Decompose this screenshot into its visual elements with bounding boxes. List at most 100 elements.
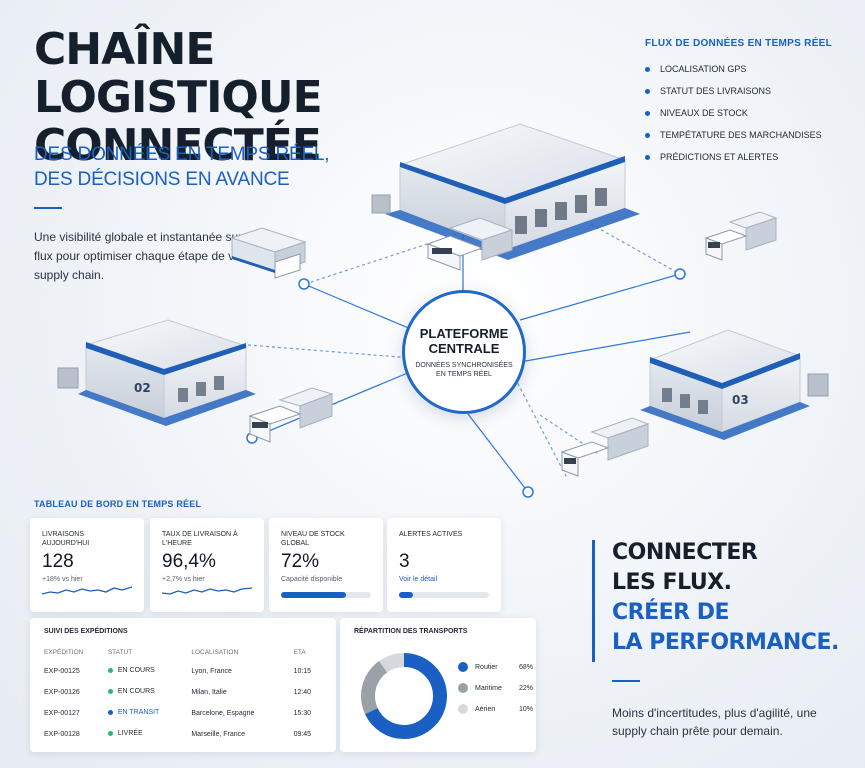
kpi-value: 96,4%	[162, 551, 216, 572]
kpi-value: 3	[399, 551, 410, 572]
network-nodes	[246, 268, 686, 498]
column-header: LOCALISATION	[191, 649, 239, 656]
flux-item: PRÉDICTIONS ET ALERTES	[645, 152, 855, 162]
table-row[interactable]: EXP-00125 EN COURS Lyon, France 10:15	[44, 667, 322, 688]
warehouse-number-right: 03	[732, 393, 749, 407]
shipment-eta: 12:40	[293, 688, 312, 696]
legend-item: Aérien 10%	[458, 704, 533, 714]
transport-legend: Routier 68% Maritime 22% Aérien 10%	[458, 662, 533, 725]
shipment-eta: 10:15	[293, 667, 312, 675]
kpi-card-active-alerts[interactable]: ALERTES ACTIVES 3 Voir le détail	[387, 518, 501, 612]
title-line-1: CHAÎNE LOGISTIQUE	[34, 24, 323, 123]
intro-text: Une visibilité globale et instantanée su…	[34, 230, 265, 282]
tagline-line: LES FLUX.	[612, 570, 732, 595]
legend-label: Aérien	[475, 705, 496, 713]
network-node	[522, 486, 534, 498]
status-label: LIVRÉE	[117, 730, 143, 737]
kpi-card-ontime-rate[interactable]: TAUX DE LIVRAISON À L'HEURE 96,4% +2,7% …	[150, 518, 264, 612]
shipment-location: Lyon, France	[191, 667, 232, 675]
central-platform-hub[interactable]: PLATEFORME CENTRALE DONNÉES SYNCHRONISÉE…	[402, 290, 526, 414]
warehouse-right: 03	[640, 329, 829, 440]
legend-swatch	[458, 704, 468, 714]
container	[371, 194, 391, 214]
kpi-value: 128	[42, 551, 74, 572]
network-node	[674, 268, 686, 280]
shipment-location: Milan, Italie	[191, 688, 227, 696]
subtitle-line-2: DES DÉCISIONS EN AVANCE	[34, 169, 290, 190]
status-dot	[107, 731, 113, 736]
status-label: EN COURS	[117, 688, 155, 695]
tagline-line: CONNECTER	[612, 540, 758, 565]
network-line	[303, 283, 419, 333]
shipments-table: EXPÉDITION STATUT LOCALISATION ETA EXP-0…	[44, 649, 322, 751]
shipment-status: EN COURS	[107, 688, 192, 709]
alerts-detail-link[interactable]: Voir le détail	[399, 576, 438, 583]
hub-title-line: PLATEFORME	[419, 325, 509, 341]
stock-progress-bar	[281, 592, 371, 598]
legend-value: 68%	[519, 663, 534, 671]
transport-title: RÉPARTITION DES TRANSPORTS	[354, 628, 468, 635]
kpi-card-stock-level[interactable]: NIVEAU DE STOCK GLOBAL 72% Capacité disp…	[269, 518, 383, 612]
flux-heading: FLUX DE DONNÉES EN TEMPS RÉEL	[645, 38, 833, 49]
shipment-location: Barcelone, Espagne	[191, 709, 255, 717]
legend-swatch	[458, 683, 468, 693]
alerts-progress-fill	[399, 592, 413, 598]
shipments-title: SUIVI DES EXPÉDITIONS	[44, 628, 128, 635]
dock-door	[515, 216, 527, 234]
hub-sub-line: EN TEMPS RÉEL	[436, 370, 492, 378]
page-title: CHAÎNE LOGISTIQUE CONNECTÉE	[34, 26, 474, 170]
legend-value: 10%	[519, 705, 534, 713]
status-label: EN COURS	[117, 667, 155, 674]
status-dot	[107, 689, 113, 694]
shipment-id: EXP-00125	[44, 667, 80, 675]
shipment-status: LIVRÉE	[107, 730, 192, 751]
network-line	[519, 331, 691, 363]
shipment-id: EXP-00128	[44, 730, 80, 738]
kpi-delta: +2,7% vs hier	[162, 576, 205, 583]
legend-label: Routier	[475, 663, 498, 671]
status-label: EN TRANSIT	[117, 709, 160, 716]
kpi-label: NIVEAU DE STOCK GLOBAL	[281, 531, 345, 547]
table-header-row: EXPÉDITION STATUT LOCALISATION ETA	[44, 649, 322, 667]
kpi-delta: +18% vs hier	[42, 576, 83, 583]
alerts-progress-bar	[399, 592, 489, 598]
closing-text: Moins d'incertitudes, plus d'agilité, un…	[612, 706, 817, 738]
truck-right-bottom	[560, 417, 650, 477]
flux-list: FLUX DE DONNÉES EN TEMPS RÉEL LOCALISATI…	[645, 38, 855, 174]
flux-item: TEMPÉTATURE DES MARCHANDISES	[645, 130, 855, 140]
dashboard-heading: TABLEAU DE BORD EN TEMPS RÉEL	[34, 499, 202, 509]
kpi-delta: Capacité disponible	[281, 576, 343, 583]
kpi-card-deliveries[interactable]: LIVRAISONS AUJOURD'HUI 128 +18% vs hier	[30, 518, 144, 612]
dock-door	[575, 195, 587, 213]
shipment-status: EN TRANSIT	[107, 709, 192, 730]
shipment-id: EXP-00127	[44, 709, 80, 717]
donut-slice-aérien	[361, 653, 447, 739]
shipments-card: SUIVI DES EXPÉDITIONS EXPÉDITION STATUT …	[30, 618, 336, 752]
sparkline	[162, 587, 253, 595]
legend-value: 22%	[519, 684, 534, 692]
network-line	[519, 273, 681, 321]
legend-item: Routier 68%	[458, 662, 533, 672]
column-header: ETA	[293, 649, 306, 656]
column-header: STATUT	[107, 649, 133, 656]
network-line	[514, 377, 568, 479]
shipment-location: Marseille, France	[191, 730, 246, 738]
tagline: CONNECTER LES FLUX. CRÉER DE LA PERFORMA…	[612, 538, 839, 658]
logistics-scene-illustration: 02 03	[57, 123, 829, 498]
legend-label: Maritime	[475, 684, 502, 692]
hub-title: PLATEFORME CENTRALE	[420, 326, 509, 356]
warehouse-left: 02	[57, 319, 256, 426]
tagline-accent-bar	[592, 540, 595, 662]
status-dot	[107, 668, 113, 673]
flux-item: LOCALISATION GPS	[645, 64, 855, 74]
tagline-line: LA PERFORMANCE.	[612, 630, 839, 655]
truck-left-top	[230, 227, 307, 279]
transport-card: RÉPARTITION DES TRANSPORTS Routier 68% Mar…	[340, 618, 536, 752]
subtitle-line-1: DES DONNÉES EN TEMPS RÉEL,	[34, 144, 330, 165]
kpi-label: TAUX DE LIVRAISON À L'HEURE	[162, 531, 238, 547]
hub-title-line: CENTRALE	[428, 340, 500, 356]
